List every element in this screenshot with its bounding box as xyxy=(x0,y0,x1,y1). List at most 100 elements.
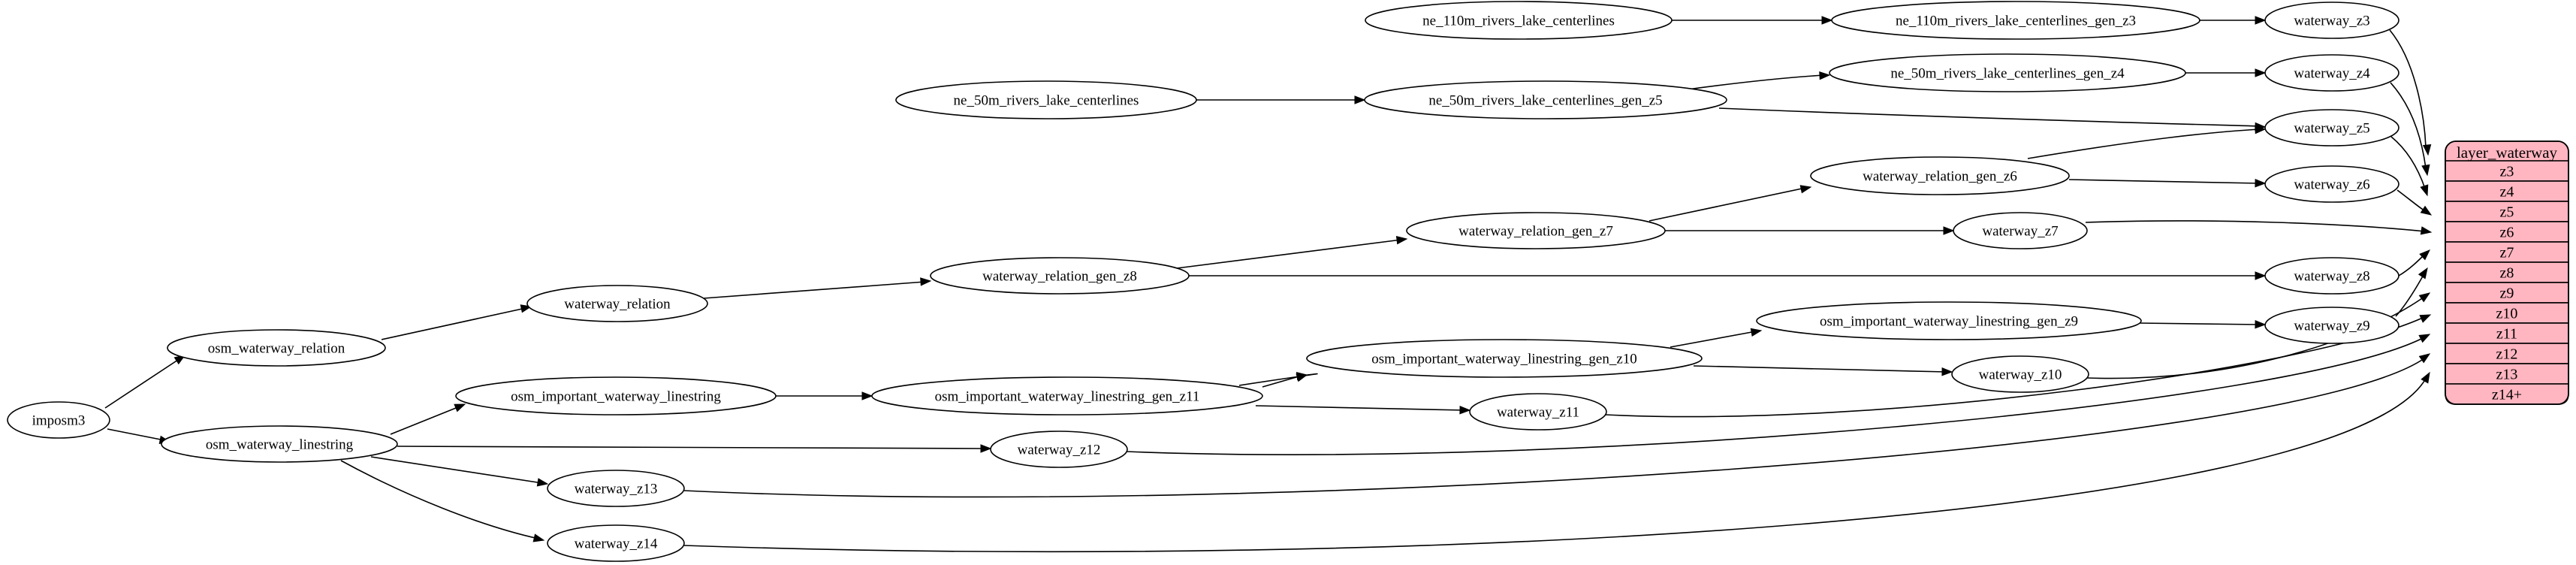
graph-node-ne_110m_rivers_lake_centerlines_gen_z3[interactable]: ne_110m_rivers_lake_centerlines_gen_z3 xyxy=(1831,1,2200,40)
graph-node-waterway_z12[interactable]: waterway_z12 xyxy=(990,431,1128,468)
legend-row-z7[interactable]: z7 xyxy=(2445,241,2569,263)
graph-edge xyxy=(107,428,171,445)
node-ellipse[interactable] xyxy=(167,329,386,367)
legend-row-z13[interactable]: z13 xyxy=(2445,363,2569,385)
node-ellipse[interactable] xyxy=(930,257,1190,295)
node-ellipse[interactable] xyxy=(1810,156,2070,195)
legend-row-cell[interactable] xyxy=(2445,302,2569,324)
graph-edge xyxy=(1262,373,1308,388)
graph-node-waterway_relation_gen_z6[interactable]: waterway_relation_gen_z6 xyxy=(1810,156,2070,195)
graph-node-ne_110m_rivers_lake_centerlines[interactable]: ne_110m_rivers_lake_centerlines xyxy=(1365,1,1673,40)
legend-row-cell[interactable] xyxy=(2445,160,2569,182)
node-ellipse[interactable] xyxy=(1469,393,1607,431)
graph-node-waterway_z10[interactable]: waterway_z10 xyxy=(1951,355,2089,393)
node-ellipse[interactable] xyxy=(547,470,685,507)
legend-row-z11[interactable]: z11 xyxy=(2445,322,2569,344)
edge-arrowhead xyxy=(980,444,992,453)
node-ellipse[interactable] xyxy=(1831,1,2200,40)
legend-row-z10[interactable]: z10 xyxy=(2445,302,2569,324)
legend-row-cell[interactable] xyxy=(2445,282,2569,304)
graph-node-waterway_z6[interactable]: waterway_z6 xyxy=(2264,165,2400,203)
graph-node-ne_50m_rivers_lake_centerlines[interactable]: ne_50m_rivers_lake_centerlines xyxy=(895,80,1197,119)
legend-row-cell[interactable] xyxy=(2445,201,2569,222)
node-ellipse[interactable] xyxy=(2264,165,2400,203)
node-ellipse[interactable] xyxy=(2264,257,2400,295)
node-ellipse[interactable] xyxy=(1406,212,1666,249)
legend-row-z6[interactable]: z6 xyxy=(2445,221,2569,243)
node-ellipse[interactable] xyxy=(161,425,398,463)
graph-node-waterway_z14[interactable]: waterway_z14 xyxy=(547,524,685,562)
legend-row-cell[interactable] xyxy=(2445,383,2569,405)
nodes-layer: imposm3 osm_waterway_relation osm_waterway… xyxy=(7,1,2400,562)
graph-node-osm_important_waterway_linestring_gen_z9[interactable]: osm_important_waterway_linestring_gen_z9 xyxy=(1756,301,2142,340)
node-ellipse[interactable] xyxy=(2264,109,2400,147)
graph-edge xyxy=(381,304,532,340)
legend-row-cell[interactable] xyxy=(2445,241,2569,263)
node-ellipse[interactable] xyxy=(1365,1,1673,40)
graph-node-waterway_z8[interactable]: waterway_z8 xyxy=(2264,257,2400,295)
node-ellipse[interactable] xyxy=(871,376,1263,415)
graph-node-waterway_z13[interactable]: waterway_z13 xyxy=(547,470,685,507)
edge-line xyxy=(2068,179,2261,184)
edge-line xyxy=(1262,375,1302,388)
graph-node-osm_important_waterway_linestring_gen_z10[interactable]: osm_important_waterway_linestring_gen_z1… xyxy=(1306,339,1703,378)
graph-node-osm_waterway_relation[interactable]: osm_waterway_relation xyxy=(167,329,386,367)
graph-node-osm_waterway_linestring[interactable]: osm_waterway_linestring xyxy=(161,425,398,463)
legend-row-z5[interactable]: z5 xyxy=(2445,201,2569,222)
legend-row-z3[interactable]: z3 xyxy=(2445,160,2569,182)
edge-arrowhead xyxy=(2418,353,2431,364)
node-ellipse[interactable] xyxy=(990,431,1128,468)
graph-edge xyxy=(683,371,2430,553)
edge-arrowhead xyxy=(1750,328,1763,337)
legend-row-z4[interactable]: z4 xyxy=(2445,180,2569,202)
graph-node-ne_50m_rivers_lake_centerlines_gen_z5[interactable]: ne_50m_rivers_lake_centerlines_gen_z5 xyxy=(1364,80,1727,119)
graph-node-waterway_z4[interactable]: waterway_z4 xyxy=(2264,54,2400,92)
node-ellipse[interactable] xyxy=(895,80,1197,119)
edge-arrowhead xyxy=(1821,16,1833,25)
node-ellipse[interactable] xyxy=(1953,212,2088,249)
graph-node-osm_important_waterway_linestring_gen_z11[interactable]: osm_important_waterway_linestring_gen_z1… xyxy=(871,376,1263,415)
graph-edge xyxy=(397,444,992,453)
node-ellipse[interactable] xyxy=(1829,53,2186,92)
legend-row-cell[interactable] xyxy=(2445,261,2569,283)
graph-node-waterway_relation_gen_z8[interactable]: waterway_relation_gen_z8 xyxy=(930,257,1190,295)
node-ellipse[interactable] xyxy=(1951,355,2089,393)
edge-line xyxy=(2397,189,2426,212)
legend-row-cell[interactable] xyxy=(2445,363,2569,385)
legend-row-cell[interactable] xyxy=(2445,343,2569,364)
graph-node-waterway_z9[interactable]: waterway_z9 xyxy=(2264,307,2400,344)
edge-line xyxy=(2085,220,2426,232)
graph-node-osm_important_waterway_linestring[interactable]: osm_important_waterway_linestring xyxy=(455,376,777,415)
legend-row-z12[interactable]: z12 xyxy=(2445,343,2569,364)
node-ellipse[interactable] xyxy=(2264,54,2400,92)
legend-table-layer_waterway[interactable]: layer_waterwayz3z4z5z6z7z8z9z10z11z12z13… xyxy=(2445,140,2569,405)
node-ellipse[interactable] xyxy=(2264,2,2400,39)
edge-arrowhead xyxy=(1799,185,1812,194)
node-ellipse[interactable] xyxy=(1756,301,2142,340)
edge-line xyxy=(1693,365,1947,373)
edge-arrowhead xyxy=(2418,334,2431,343)
legend-row-cell[interactable] xyxy=(2445,322,2569,344)
legend-row-cell[interactable] xyxy=(2445,180,2569,202)
graph-node-waterway_z11[interactable]: waterway_z11 xyxy=(1469,393,1607,431)
graph-node-ne_50m_rivers_lake_centerlines_gen_z4[interactable]: ne_50m_rivers_lake_centerlines_gen_z4 xyxy=(1829,53,2186,92)
node-ellipse[interactable] xyxy=(1306,339,1703,378)
graph-edge xyxy=(370,456,549,487)
graph-node-imposm3[interactable]: imposm3 xyxy=(7,401,110,439)
graph-node-waterway_relation[interactable]: waterway_relation xyxy=(526,285,708,322)
legend-row-cell[interactable] xyxy=(2445,221,2569,243)
node-ellipse[interactable] xyxy=(1364,80,1727,119)
legend-row-z14+[interactable]: z14+ xyxy=(2445,383,2569,405)
node-ellipse[interactable] xyxy=(455,376,777,415)
node-ellipse[interactable] xyxy=(547,524,685,562)
legend-row-z8[interactable]: z8 xyxy=(2445,261,2569,283)
graph-node-waterway_z7[interactable]: waterway_z7 xyxy=(1953,212,2088,249)
legend-row-z9[interactable]: z9 xyxy=(2445,282,2569,304)
node-ellipse[interactable] xyxy=(7,401,110,439)
node-ellipse[interactable] xyxy=(526,285,708,322)
graph-node-waterway_relation_gen_z7[interactable]: waterway_relation_gen_z7 xyxy=(1406,212,1666,249)
graph-node-waterway_z5[interactable]: waterway_z5 xyxy=(2264,109,2400,147)
node-ellipse[interactable] xyxy=(2264,307,2400,344)
edge-arrowhead xyxy=(2255,68,2267,77)
graph-node-waterway_z3[interactable]: waterway_z3 xyxy=(2264,2,2400,39)
